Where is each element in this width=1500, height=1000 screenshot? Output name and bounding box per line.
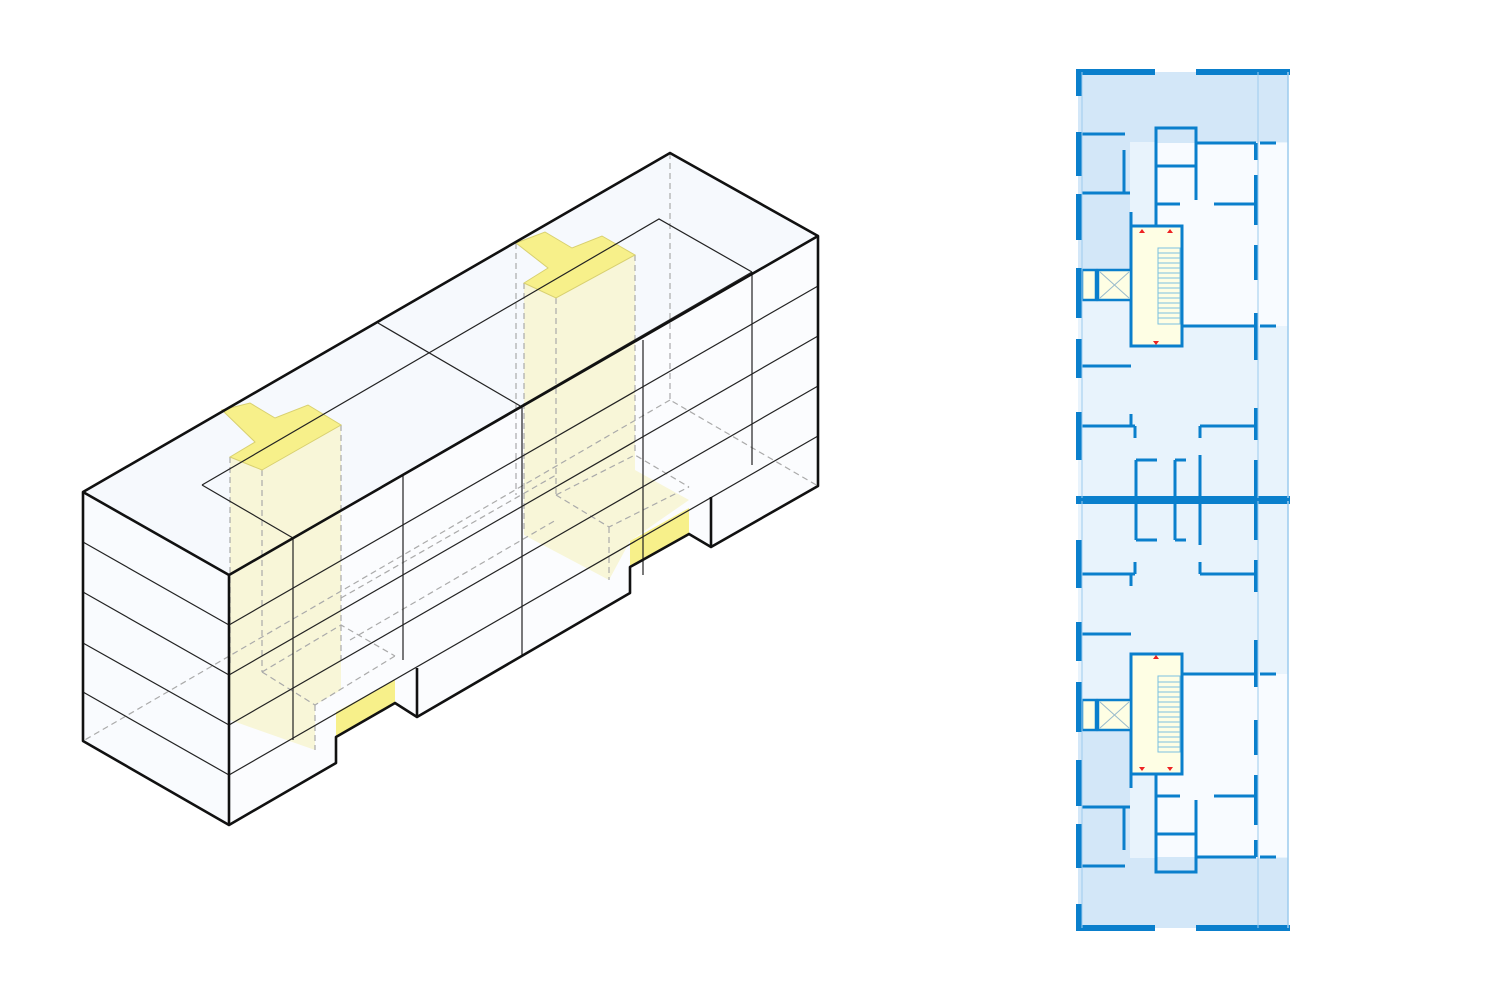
- stair-treads: [1157, 247, 1181, 325]
- core-base-2: [630, 508, 689, 567]
- core-roof-1: [221, 402, 342, 471]
- stair-core: [1129, 224, 1184, 348]
- walls: [1082, 126, 1276, 499]
- axonometric-building: [81, 151, 820, 827]
- core-roof-2: [514, 231, 637, 299]
- floor-plan: [1076, 69, 1290, 928]
- core-shaft-2: [524, 255, 689, 580]
- core-shaft-1: [230, 425, 341, 750]
- front-face: [229, 236, 818, 825]
- building-outline: [81, 151, 820, 827]
- exit-arrow-icons: [1139, 229, 1173, 345]
- core-base-1: [336, 680, 395, 737]
- end-face: [83, 492, 229, 825]
